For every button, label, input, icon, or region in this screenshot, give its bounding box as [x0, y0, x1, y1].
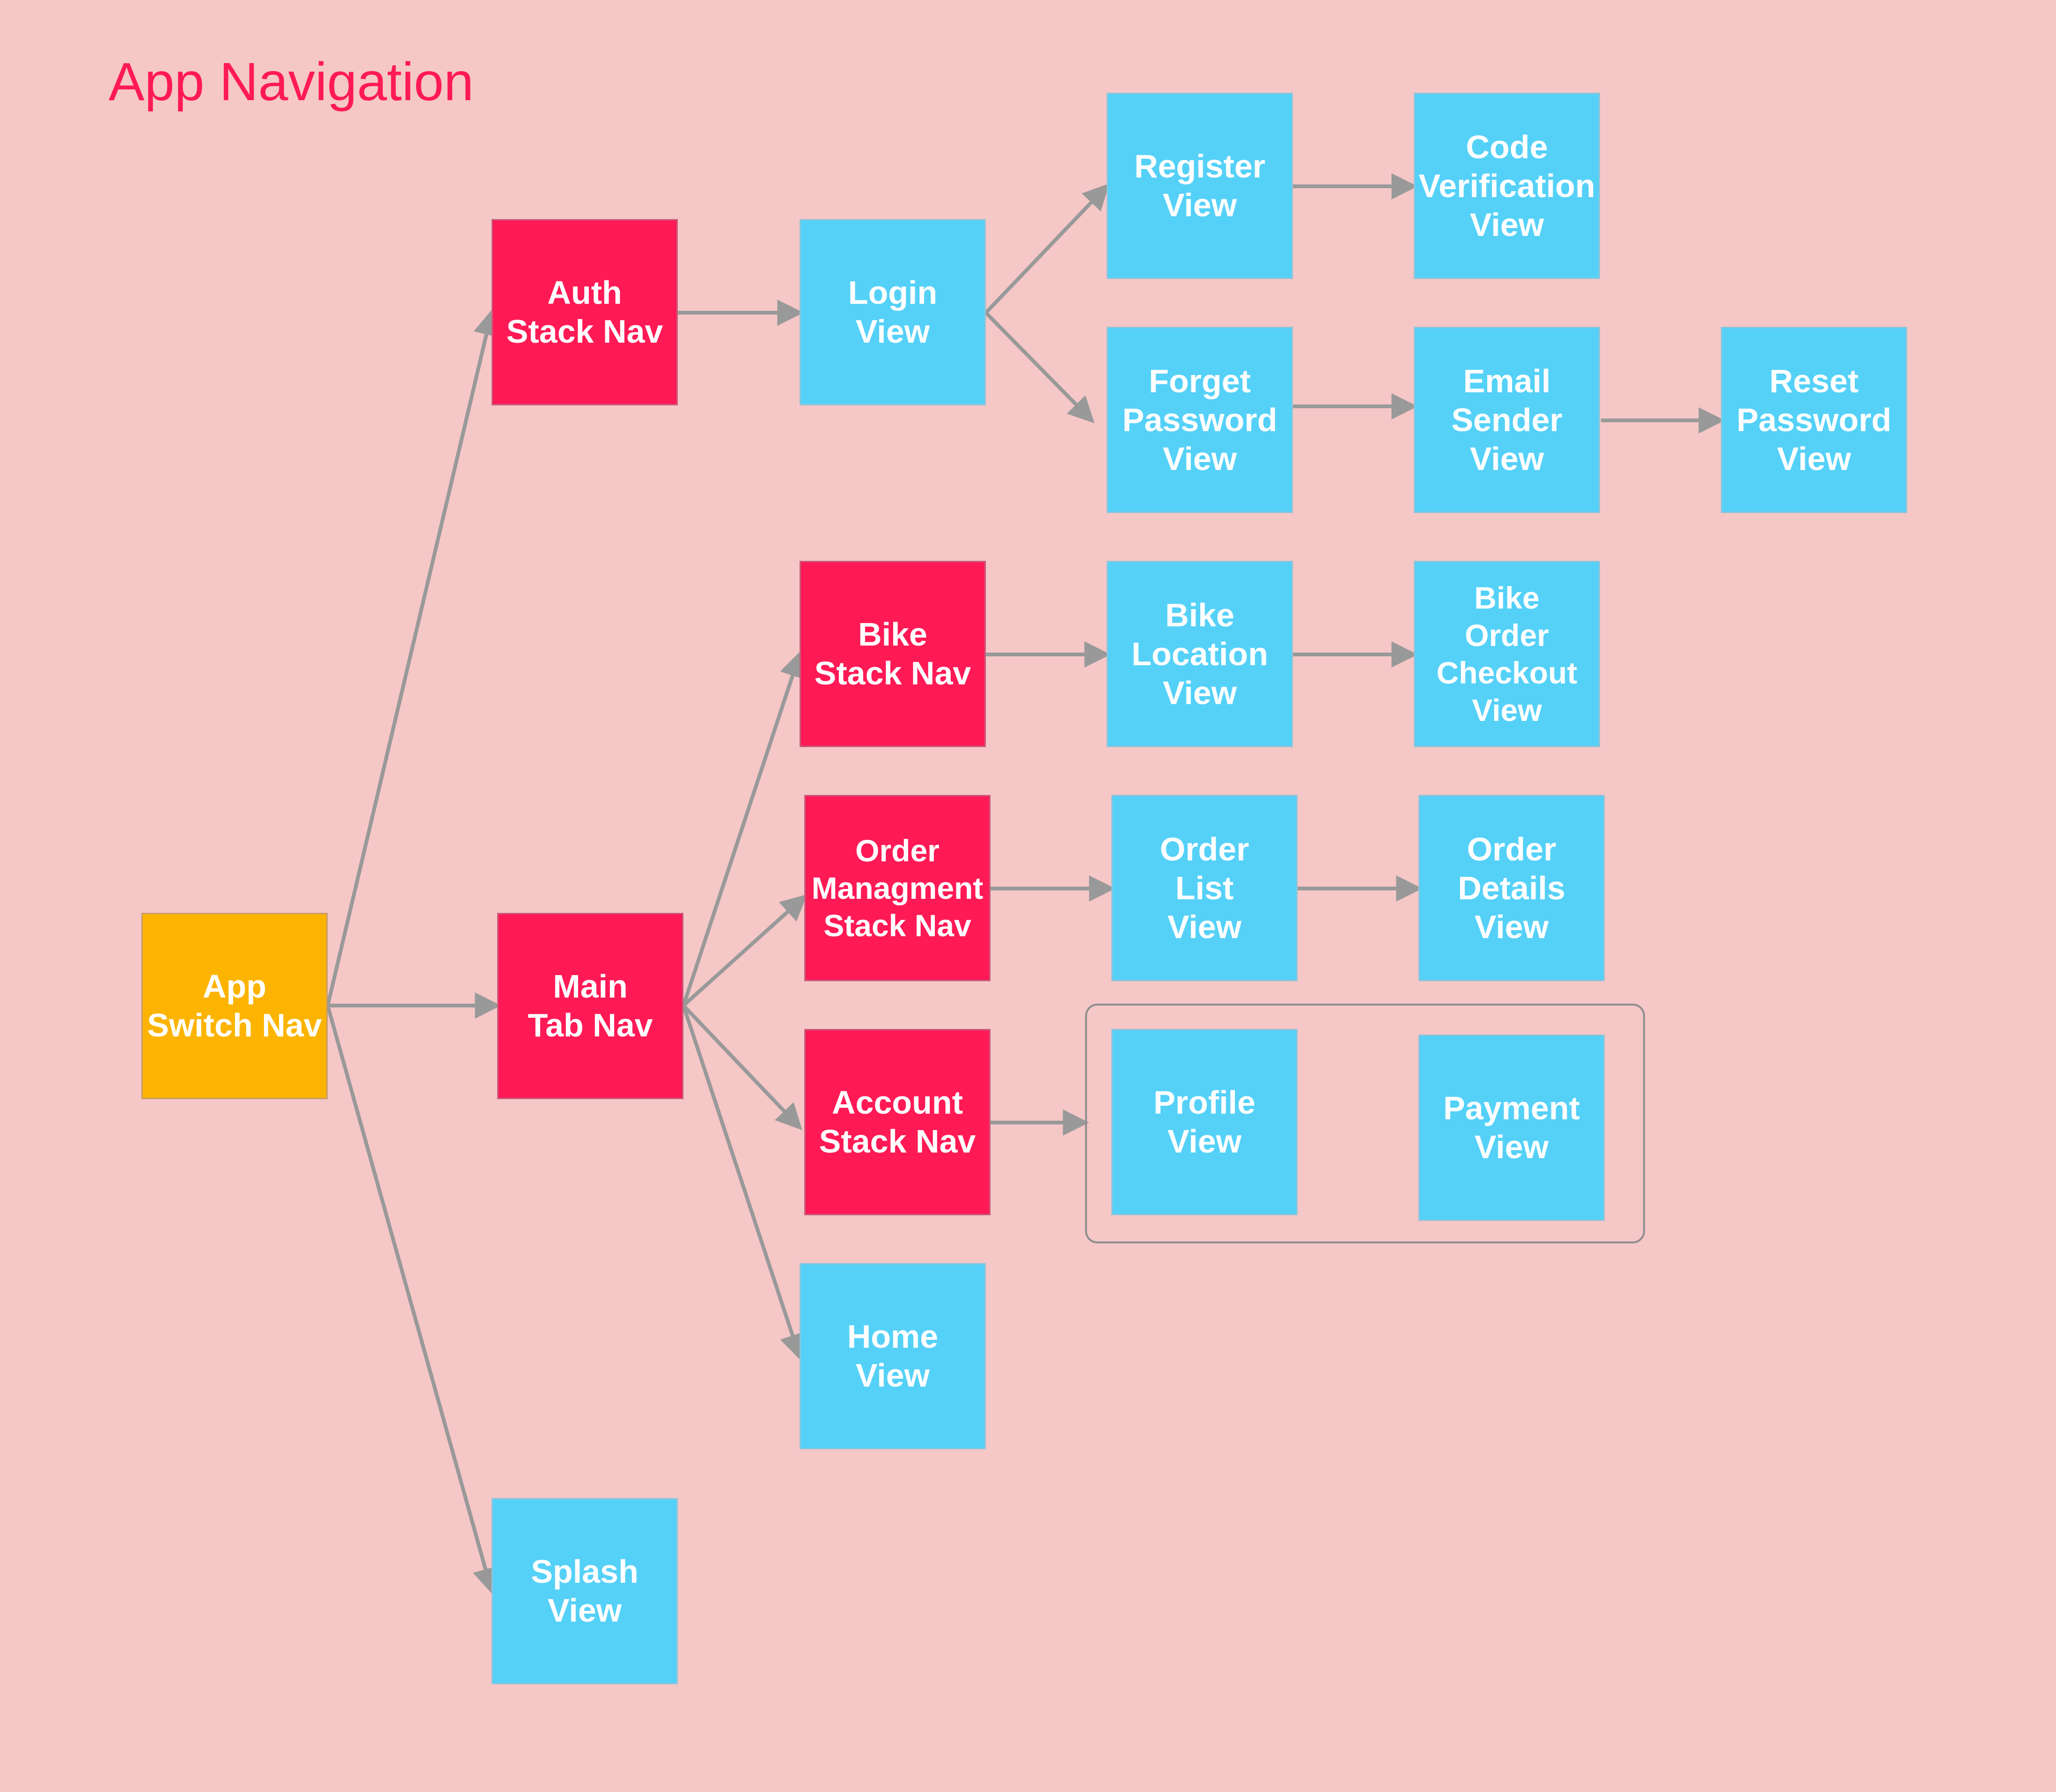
node-auth-stack-nav[interactable]: Auth Stack Nav — [492, 219, 678, 405]
edge-app-switch-nav-to-splash-view — [326, 1005, 499, 1595]
node-code-verification-view[interactable]: Code Verification View — [1414, 93, 1600, 279]
node-main-tab-nav[interactable]: Main Tab Nav — [497, 913, 683, 1099]
account-views-group — [1085, 1004, 1645, 1243]
node-home-view[interactable]: Home View — [800, 1263, 986, 1449]
edge-login-view-to-forget-password-view — [984, 311, 1094, 423]
node-splash-view[interactable]: Splash View — [492, 1498, 678, 1684]
node-bike-order-checkout-view[interactable]: Bike Order Checkout View — [1414, 561, 1600, 747]
node-login-view[interactable]: Login View — [800, 219, 986, 405]
node-email-sender-view[interactable]: Email Sender View — [1414, 327, 1600, 513]
edge-main-tab-nav-to-account-stack-nav — [682, 1004, 802, 1131]
node-order-managment-stack-nav[interactable]: Order Managment Stack Nav — [804, 795, 991, 981]
node-forget-password-view[interactable]: Forget Password View — [1107, 327, 1293, 513]
diagram-title: App Navigation — [109, 52, 474, 112]
node-register-view[interactable]: Register View — [1107, 93, 1293, 279]
node-app-switch-nav[interactable]: App Switch Nav — [141, 913, 328, 1099]
node-profile-view[interactable]: Profile View — [1111, 1029, 1298, 1215]
edge-main-tab-nav-to-home-view — [682, 1005, 805, 1360]
edge-main-tab-nav-to-order-managment-stack-nav — [682, 894, 808, 1007]
edge-login-view-to-register-view — [984, 183, 1109, 314]
edge-app-switch-nav-to-auth-stack-nav — [326, 308, 499, 1006]
node-bike-stack-nav[interactable]: Bike Stack Nav — [800, 561, 986, 747]
node-order-list-view[interactable]: Order List View — [1111, 795, 1298, 981]
node-account-stack-nav[interactable]: Account Stack Nav — [804, 1029, 991, 1215]
node-payment-view[interactable]: Payment View — [1418, 1035, 1605, 1221]
node-order-details-view[interactable]: Order Details View — [1418, 795, 1605, 981]
node-bike-location-view[interactable]: Bike Location View — [1107, 561, 1293, 747]
node-reset-password-view[interactable]: Reset Password View — [1721, 327, 1907, 513]
edge-main-tab-nav-to-bike-stack-nav — [682, 651, 805, 1006]
